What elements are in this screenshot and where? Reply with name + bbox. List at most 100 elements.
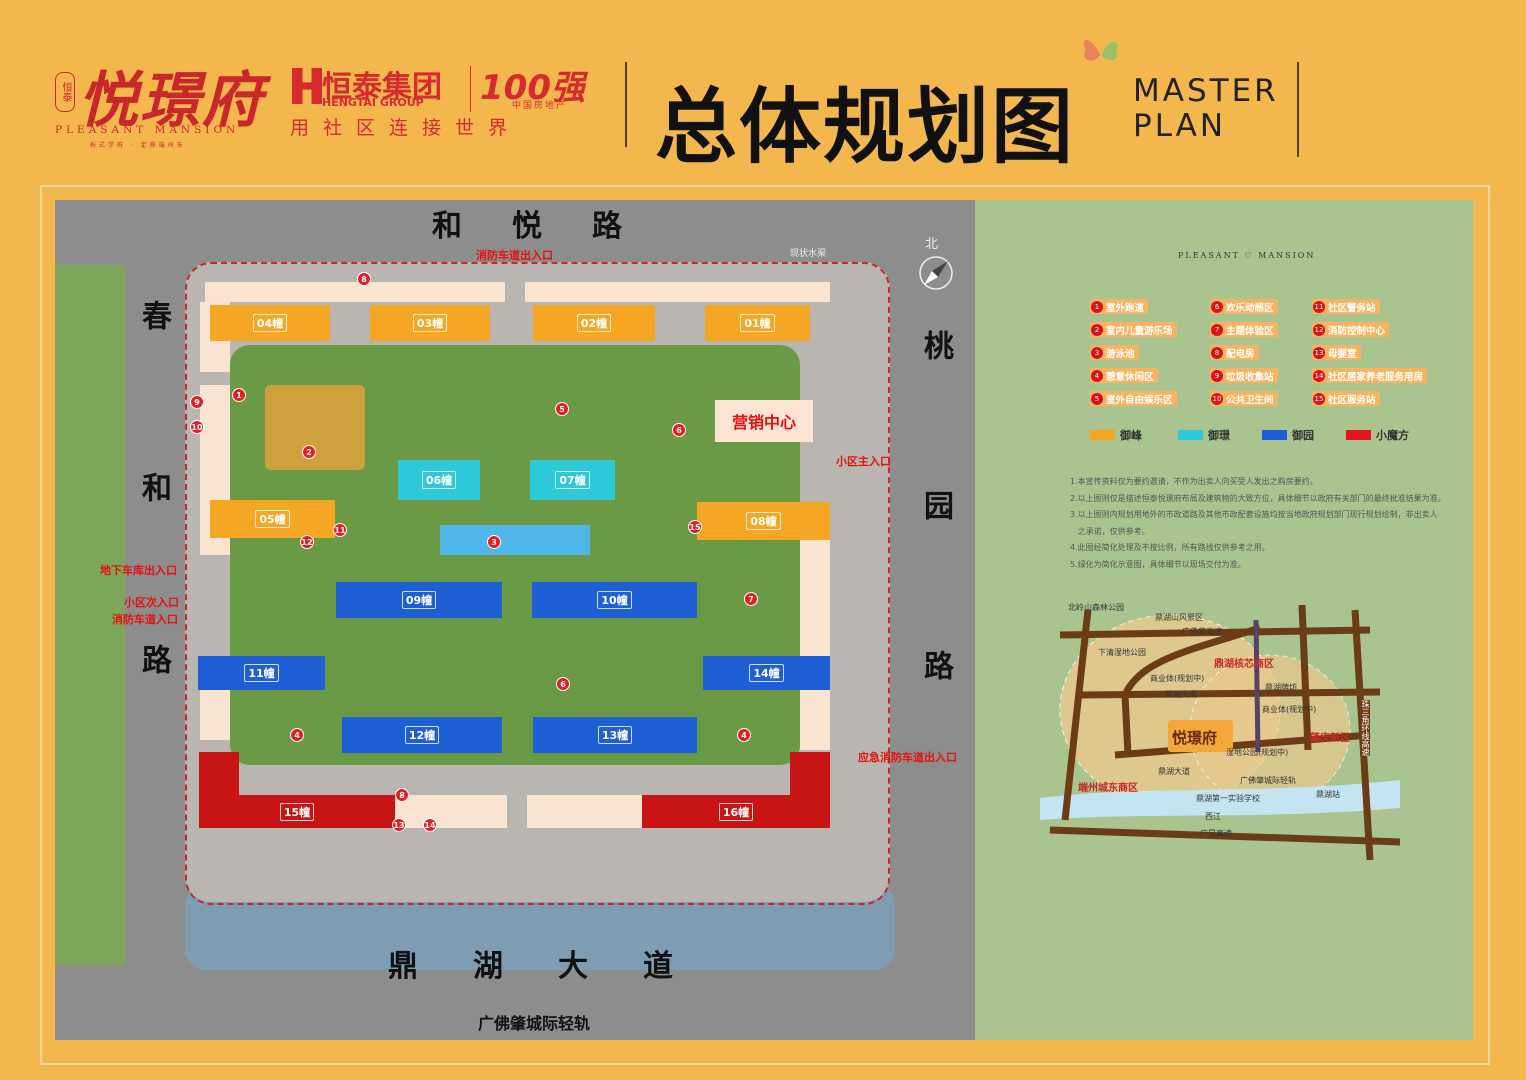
- location-project: 悦璟府: [1172, 729, 1218, 747]
- building-label: 12幢: [404, 726, 440, 744]
- logo-tagline: 栎式学府 · 定鼎端州东: [90, 142, 186, 149]
- facility-marker[interactable]: 2: [302, 445, 316, 459]
- location-label: 北岭山森林公园: [1068, 603, 1124, 612]
- commercial-strip: [527, 795, 642, 828]
- road-west: 春和路: [136, 300, 171, 816]
- building-12[interactable]: 12幢: [342, 717, 502, 753]
- facility-marker[interactable]: 7: [744, 592, 758, 606]
- building-16[interactable]: 16幢: [642, 795, 830, 828]
- facility-marker[interactable]: 15: [688, 520, 702, 534]
- entrance-main: 小区主入口: [836, 455, 891, 468]
- rank-sub: 中国房地产: [512, 101, 568, 111]
- legend-label: 憩意休闲区: [1106, 371, 1154, 383]
- building-07[interactable]: 07幢: [530, 460, 615, 500]
- location-map: [1040, 604, 1400, 860]
- location-label: 星湖大道: [1165, 690, 1197, 699]
- legend-number: 9: [1211, 369, 1223, 382]
- note: 1.本宣传资料仅为要约邀请，不作为出卖人向买受人发出之购房要约。: [1070, 477, 1318, 486]
- building-01[interactable]: 01幢: [705, 305, 810, 341]
- facility-marker[interactable]: 10: [190, 420, 204, 434]
- logo-seal: 恒泰: [55, 72, 75, 112]
- building-label: 09幢: [401, 591, 437, 609]
- building-06[interactable]: 06幢: [398, 460, 480, 500]
- legend-label: 社区警务站: [1328, 302, 1376, 314]
- slogan: 用社区连接世界: [290, 117, 522, 139]
- legend-number: 6: [1211, 300, 1223, 313]
- note: 4.此图经简化处理及不按比例，所有路线仅供参考之用。: [1070, 543, 1270, 552]
- type-label: 御园: [1292, 429, 1314, 442]
- facility-marker[interactable]: 8: [357, 272, 371, 286]
- location-label: 肇庆新区: [1310, 733, 1350, 744]
- facility-marker[interactable]: 8: [395, 788, 409, 802]
- building-05[interactable]: 05幢: [210, 500, 335, 538]
- compass-icon: [919, 256, 953, 290]
- facility-marker[interactable]: 13: [392, 818, 406, 832]
- page-title: 总体规划图: [655, 79, 1076, 175]
- building-08[interactable]: 08幢: [697, 502, 830, 540]
- legend-label: 配电房: [1226, 348, 1255, 360]
- building-14[interactable]: 14幢: [703, 656, 830, 690]
- building-label: 06幢: [421, 471, 457, 489]
- building-label: 08幢: [746, 512, 781, 530]
- location-label: 鼎湖核芯商区: [1214, 659, 1274, 670]
- building-label: 05幢: [255, 510, 290, 528]
- facility-marker[interactable]: 11: [333, 523, 347, 537]
- facility-marker[interactable]: 3: [487, 535, 501, 549]
- building-15[interactable]: 15幢: [199, 795, 395, 828]
- building-10[interactable]: 10幢: [532, 582, 697, 618]
- building-03[interactable]: 03幢: [370, 305, 490, 341]
- building-label: 04幢: [252, 314, 288, 332]
- facility-marker[interactable]: 14: [423, 818, 437, 832]
- location-label: 下清湿地公园: [1098, 648, 1146, 657]
- legend-label: 室内儿童游乐场: [1106, 325, 1173, 337]
- legend-label: 公共卫生间: [1226, 394, 1274, 406]
- note: 5.绿化为简化示意图，具体细节以现场交付为准。: [1070, 559, 1246, 569]
- legend-label: 主题体验区: [1226, 325, 1274, 337]
- location-label: 商业体(规划中): [1150, 674, 1205, 683]
- divider: [1297, 62, 1299, 157]
- group-name: 恒泰集团: [322, 70, 442, 105]
- playground: [265, 385, 365, 470]
- location-label: 广昆高速: [1200, 829, 1232, 838]
- building-09[interactable]: 09幢: [336, 582, 502, 618]
- color-swatch: [1262, 430, 1287, 440]
- legend-number: 2: [1091, 323, 1103, 336]
- commercial-strip: [205, 282, 505, 302]
- legend-number: 3: [1091, 346, 1103, 359]
- building-13[interactable]: 13幢: [533, 717, 697, 753]
- facility-marker[interactable]: 1: [232, 388, 246, 402]
- commercial-strip: [800, 540, 830, 750]
- building-15-wing: [199, 752, 239, 796]
- fire-lane: [185, 262, 890, 905]
- frame: [40, 185, 1490, 1065]
- facility-marker[interactable]: 4: [737, 728, 751, 742]
- building-02[interactable]: 02幢: [533, 305, 655, 341]
- green-area: [975, 200, 1473, 1040]
- facility-marker[interactable]: 6: [556, 677, 570, 691]
- facility-marker[interactable]: 4: [290, 728, 304, 742]
- location-label: 珠三角环线高速: [1360, 700, 1370, 756]
- butterfly-icon: [1083, 39, 1118, 61]
- legend-brand: PLEASANT ♡ MANSION: [1178, 251, 1316, 260]
- building-type-legend: 御峰: [1090, 427, 1142, 443]
- facility-marker[interactable]: 5: [555, 402, 569, 416]
- legend-label: 欢乐动感区: [1226, 302, 1274, 314]
- building-04[interactable]: 04幢: [210, 305, 330, 341]
- legend-number: 14: [1313, 369, 1325, 382]
- entrance-fire: 消防车道入口: [112, 613, 178, 626]
- facility-marker[interactable]: 6: [672, 423, 686, 437]
- divider: [625, 62, 627, 147]
- legend-number: 7: [1211, 323, 1223, 336]
- building-11[interactable]: 11幢: [198, 656, 325, 690]
- note: 2.以上图则仅是描述恒泰悦璟府布局及建筑物的大致方位，具体细节以政府有关部门的最…: [1070, 493, 1446, 503]
- facility-marker[interactable]: 12: [300, 535, 314, 549]
- sales-center: 营销中心: [715, 400, 813, 442]
- facility-marker[interactable]: 9: [190, 395, 204, 409]
